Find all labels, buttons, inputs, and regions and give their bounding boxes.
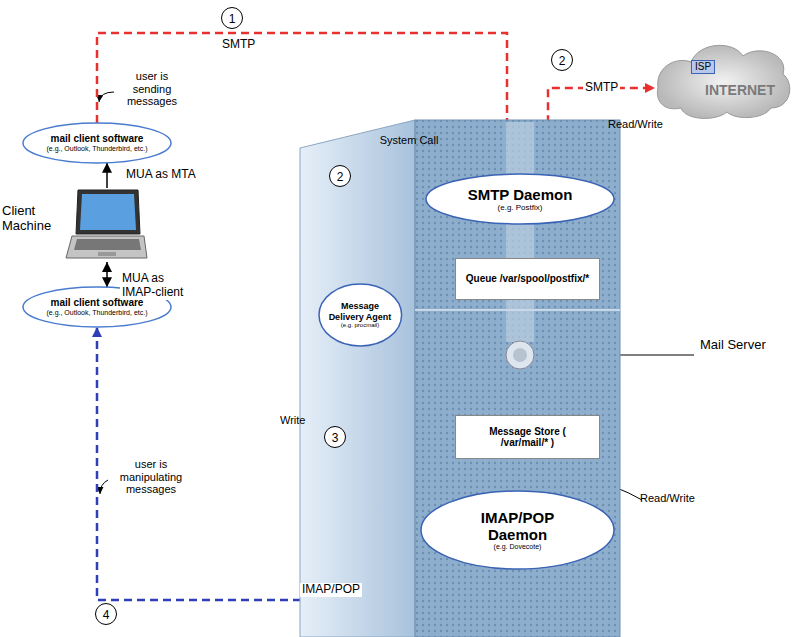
imap-daemon: IMAP/POP Daemon(e.g. Dovecote) [420, 490, 615, 570]
annotation: System Call [378, 134, 440, 147]
isp-label: ISP [691, 60, 715, 74]
annotation: Write [280, 414, 305, 427]
connector [106, 163, 108, 188]
message-store: Message Store ( /var/mail/* ) [455, 415, 600, 459]
node-subtitle: (e.g., Outlook, Thunderbird, etc.) [46, 309, 147, 317]
connector-label: MUA as MTA [124, 168, 198, 182]
ellipse-outline [319, 284, 402, 346]
annotation: user is sending messages [116, 70, 188, 108]
smtp-daemon: SMTP Daemon(e.g. Postfix) [425, 173, 615, 225]
client-app-ellipse: mail client software(e.g., Outlook, Thun… [22, 122, 172, 164]
node-title: Client Machine [2, 204, 60, 234]
ellipse-outline [23, 123, 171, 163]
box-outline [456, 416, 600, 459]
connector-label: SMTP [220, 38, 257, 52]
node-title: mail client software [51, 133, 144, 145]
delivery-agent: Message Delivery Agent(e.g. procmail) [318, 283, 403, 347]
node-title: Mail Server [700, 338, 780, 353]
callout-number: 3 [324, 426, 346, 448]
internet-label: INTERNET [705, 82, 775, 98]
callout-number: 2 [329, 165, 351, 187]
ellipse-outline [421, 491, 614, 569]
internet-cloud: ISP INTERNET [655, 38, 793, 120]
leader-line [617, 355, 694, 356]
annotation: Read/Write [640, 492, 695, 505]
node-title: SMTP Daemon [468, 186, 573, 203]
leader-line [99, 92, 114, 102]
node-subtitle: (e.g. Dovecote) [494, 543, 542, 551]
queue-box: Queue /var/spool/postfix/* [455, 258, 600, 300]
connector [106, 262, 108, 287]
node-title: Message Store ( /var/mail/* ) [480, 426, 575, 449]
annotation: user is manipulating messages [110, 458, 192, 496]
connector-label: IMAP/POP [300, 583, 362, 597]
callout-number: 2 [551, 49, 573, 71]
node-subtitle: (e.g. procmail) [341, 322, 379, 329]
connector-label: SMTP [583, 81, 620, 95]
annotation: Read/Write [608, 118, 663, 131]
node-title: IMAP/POP Daemon [460, 509, 575, 544]
leader-line [100, 480, 108, 494]
client-machine: Client Machine [2, 188, 147, 262]
callout-number: 1 [221, 7, 243, 29]
callout-number: 4 [95, 603, 117, 625]
ellipse-outline [426, 174, 614, 224]
box-outline [456, 259, 600, 300]
node-subtitle: (e.g. Postfix) [498, 203, 543, 212]
node-subtitle: (e.g., Outlook, Thunderbird, etc.) [46, 145, 147, 153]
node-title: Message Delivery Agent [327, 301, 393, 322]
node-title: Queue /var/spool/postfix/* [466, 273, 589, 285]
cloud-figure [655, 38, 793, 120]
connector-label: MUA as IMAP-client [120, 272, 196, 300]
